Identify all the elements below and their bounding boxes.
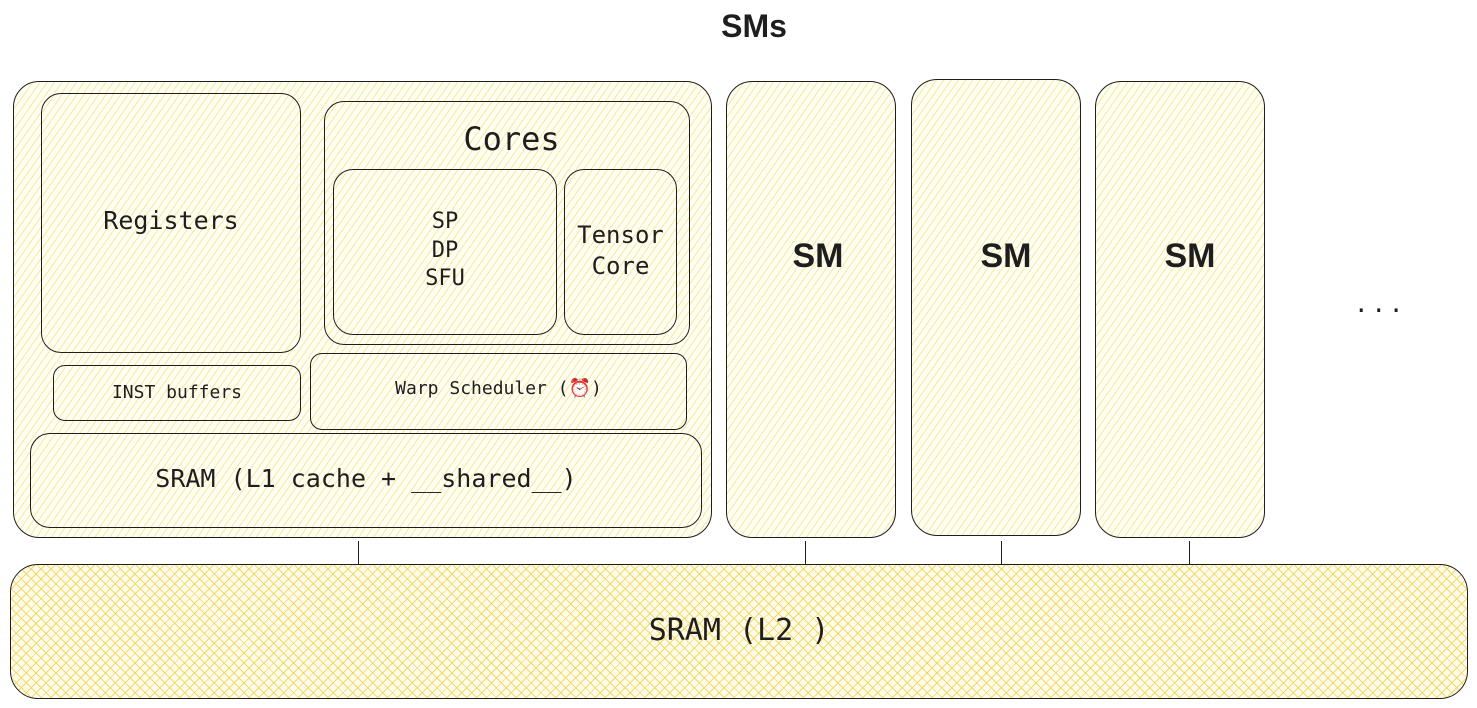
connector-line: [805, 541, 806, 565]
sm-label: SM: [792, 236, 844, 275]
warp-scheduler-block: [310, 353, 687, 430]
connector-line: [358, 541, 359, 565]
sm-label: SM: [1164, 236, 1216, 275]
warp-scheduler-label: Warp Scheduler (⏰): [395, 378, 602, 400]
l2-sram-block: [10, 564, 1468, 699]
cores-units-block: [333, 169, 557, 335]
connector-line: [1189, 541, 1190, 565]
sm-block: [1095, 81, 1265, 538]
sm-label: SM: [980, 236, 1032, 275]
sm-block: [726, 81, 896, 538]
more-sms-ellipsis: ...: [1354, 290, 1407, 318]
l1-sram-label: SRAM (L1 cache + __shared__): [155, 463, 577, 493]
cores-units-label: SP DP SFU: [425, 209, 465, 292]
cores-title: Cores: [463, 120, 560, 159]
l1-sram-block: [30, 433, 702, 528]
connector-line: [1001, 541, 1002, 565]
diagram-title: SMs: [721, 8, 787, 44]
registers-block: [41, 93, 301, 353]
tensor-core-block: [564, 169, 677, 335]
sm-block: [911, 79, 1081, 536]
inst-buffers-label: INST buffers: [111, 382, 243, 404]
registers-label: Registers: [103, 205, 239, 235]
inst-buffers-block: [53, 365, 301, 421]
l2-sram-label: SRAM (L2 ): [648, 612, 830, 648]
tensor-core-label: Tensor Core: [577, 220, 664, 280]
